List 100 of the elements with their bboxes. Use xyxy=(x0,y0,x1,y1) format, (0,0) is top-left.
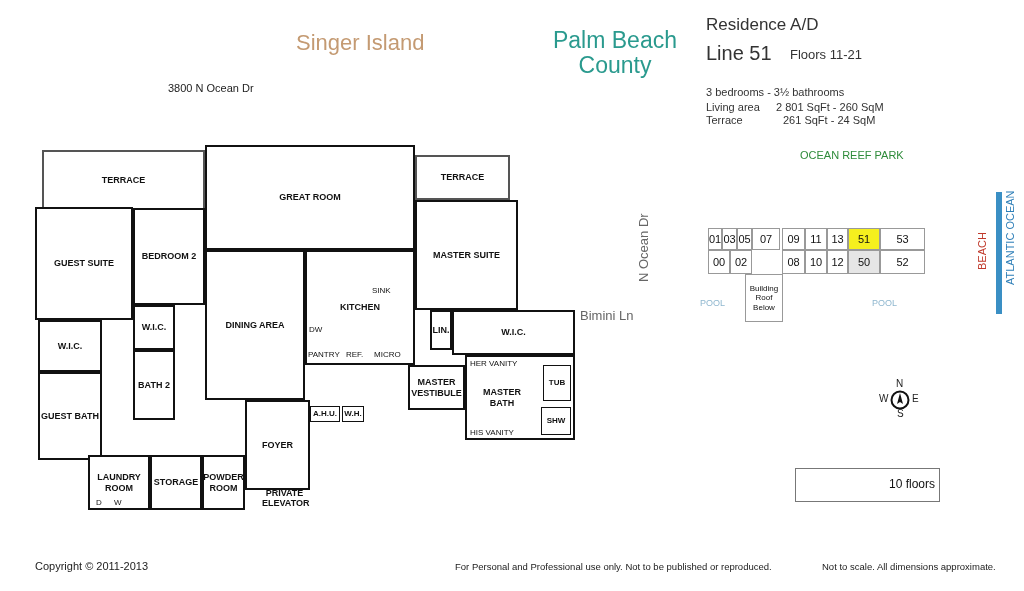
unit-number: 11 xyxy=(810,232,822,246)
room-label: DINING AREA xyxy=(225,319,285,331)
room-outline xyxy=(88,455,150,510)
building-outline xyxy=(745,274,783,322)
room-label: STORAGE xyxy=(153,477,199,488)
fixture-label: HIS VANITY xyxy=(470,428,514,437)
unit-number: 52 xyxy=(896,255,909,269)
room-label: GUEST BATH xyxy=(41,410,99,422)
unit-number: 00 xyxy=(712,255,726,269)
pool-label: POOL xyxy=(700,298,725,308)
unit-number: 12 xyxy=(831,255,844,269)
room-label: LAUNDRY ROOM xyxy=(96,472,142,493)
fixture-label: SHW xyxy=(546,416,566,426)
fixture-outline xyxy=(543,365,571,401)
spec-text: Living area xyxy=(706,101,760,113)
unit-number: 07 xyxy=(759,232,773,246)
compass-letter: W xyxy=(879,393,889,404)
street-name: Bimini Ln xyxy=(580,308,634,323)
address-text: 3800 N Ocean Dr xyxy=(168,82,254,94)
unit-number: 09 xyxy=(787,232,800,246)
unit-outline xyxy=(708,250,730,274)
unit-number: 01 xyxy=(708,232,722,246)
place-name: Singer Island xyxy=(296,30,425,56)
unit-outline xyxy=(737,228,752,250)
room-outline xyxy=(430,310,452,350)
unit-number: 53 xyxy=(896,232,909,246)
copyright-text: Copyright © 2011-2013 xyxy=(35,560,149,572)
room-label: MASTER VESTIBULE xyxy=(410,377,463,398)
room-label: W.I.C. xyxy=(501,327,526,338)
unit-outline xyxy=(782,250,805,274)
terrace-outline xyxy=(42,150,205,210)
room-label: W.I.C. xyxy=(57,340,83,352)
unit-outline xyxy=(782,228,805,250)
spec-text: 261 SqFt - 24 SqM xyxy=(783,114,876,126)
room-outline xyxy=(133,208,205,305)
room-label: TERRACE xyxy=(440,172,485,183)
unit-outline xyxy=(708,228,722,250)
room-label: POWDER ROOM xyxy=(203,472,244,493)
fixture-outline xyxy=(541,407,571,435)
room-outline xyxy=(415,200,518,310)
fixture-label: HER VANITY xyxy=(470,359,518,368)
unit-number: 03 xyxy=(723,232,736,246)
room-outline xyxy=(150,455,202,510)
unit-outline xyxy=(827,250,848,274)
building-outline xyxy=(795,468,940,502)
pool-label: POOL xyxy=(872,298,897,308)
spec-text: 3 bedrooms - 3½ bathrooms xyxy=(706,86,845,98)
unit-number: 02 xyxy=(734,255,748,269)
fixture-label: SINK xyxy=(372,286,391,295)
ocean-label: ATLANTIC OCEAN xyxy=(1004,190,1016,285)
room-label: MASTER BATH xyxy=(482,387,522,408)
unit-outline xyxy=(722,228,737,250)
unit-outline xyxy=(730,250,752,274)
scale-note: Not to scale. All dimensions approximate. xyxy=(822,561,996,572)
compass-letter: N xyxy=(896,378,904,389)
unit-outline xyxy=(848,250,880,274)
line-number: Line 51 xyxy=(706,42,772,65)
room-outline xyxy=(205,250,305,400)
residence-title: Residence A/D xyxy=(706,15,819,35)
fixture-label: W.H. xyxy=(344,409,362,419)
fixture-label: A.H.U. xyxy=(313,409,337,419)
room-label: BEDROOM 2 xyxy=(141,251,197,262)
room-outline xyxy=(38,320,102,372)
unit-outline xyxy=(880,228,925,250)
building-label: 10 floors xyxy=(888,478,935,492)
unit-outline xyxy=(880,250,925,274)
fixture-label: D xyxy=(96,498,102,507)
unit-outline xyxy=(805,250,827,274)
room-outline xyxy=(133,350,175,420)
fixture-label: PANTRY xyxy=(308,350,340,359)
room-outline xyxy=(452,310,575,355)
room-label: GREAT ROOM xyxy=(279,192,341,203)
fixture-label: DW xyxy=(309,325,323,334)
unit-number: 51 xyxy=(857,232,871,246)
county-name: Palm Beach County xyxy=(552,28,678,79)
unit-number: 08 xyxy=(787,255,800,269)
room-label: W.I.C. xyxy=(141,322,167,333)
room-label: LIN. xyxy=(432,324,450,336)
floors-text: Floors 11-21 xyxy=(790,47,862,62)
room-outline xyxy=(38,372,102,460)
unit-outline xyxy=(805,228,827,250)
unit-number: 13 xyxy=(831,232,844,246)
unit-number: 50 xyxy=(857,255,871,269)
fixture-label: REF. xyxy=(346,350,364,359)
unit-outline xyxy=(848,228,880,250)
room-outline xyxy=(465,355,575,440)
fixture-label: MICRO xyxy=(374,350,401,359)
room-label: BATH 2 xyxy=(138,379,170,391)
street-name: N Ocean Dr xyxy=(636,213,651,282)
spec-text: 2 801 SqFt - 260 SqM xyxy=(776,101,884,113)
room-label: GUEST SUITE xyxy=(54,258,114,269)
compass-letter: S xyxy=(897,408,904,419)
beach-label: BEACH xyxy=(976,232,988,270)
room-outline xyxy=(35,207,133,320)
room-label: FOYER xyxy=(262,439,293,451)
spec-text: Terrace xyxy=(706,114,743,126)
fixture-label: TUB xyxy=(548,378,566,388)
place-name: OCEAN REEF PARK xyxy=(800,149,904,161)
room-outline xyxy=(408,365,465,410)
room-label: MASTER SUITE xyxy=(433,249,500,261)
